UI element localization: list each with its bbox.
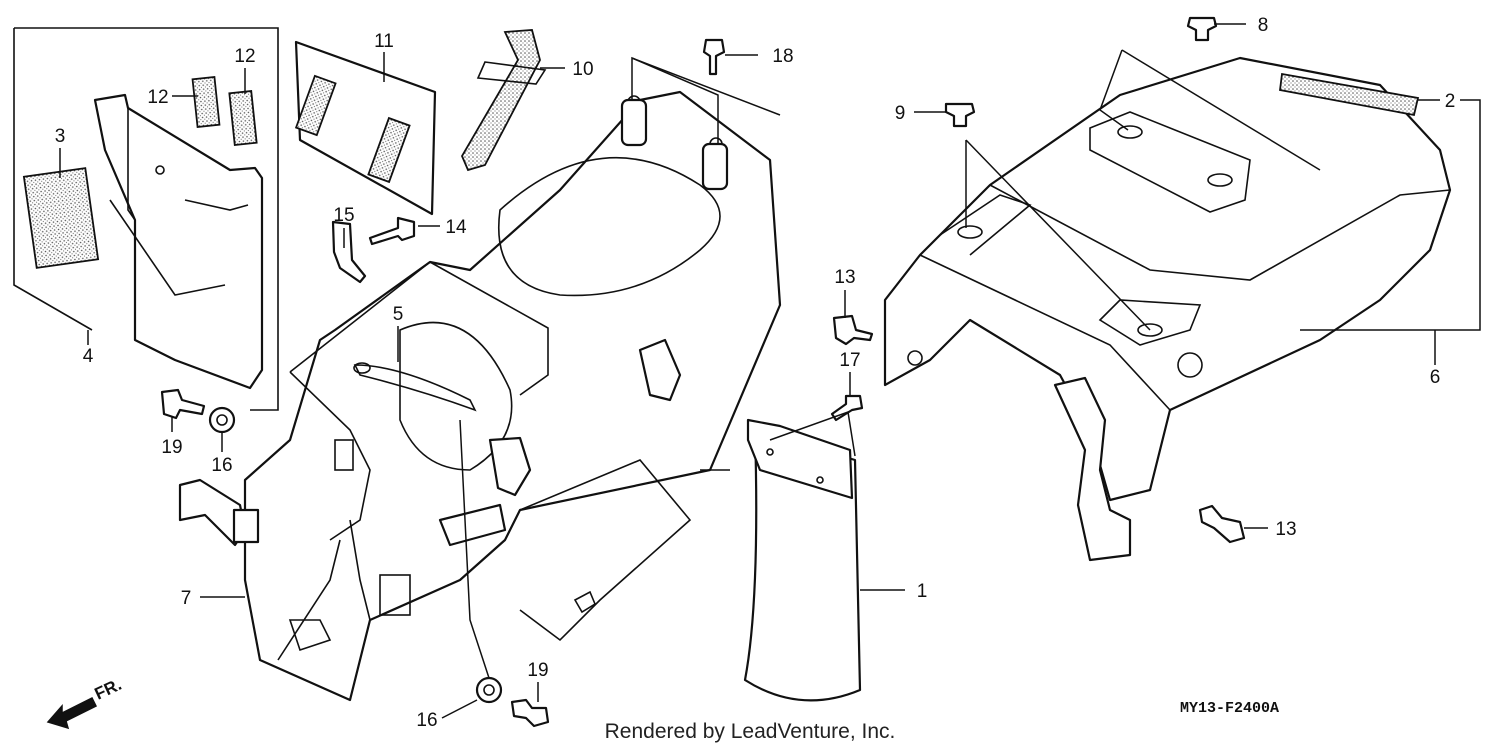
group-4-box xyxy=(13,27,279,411)
callout-15: 15 xyxy=(333,205,354,226)
callout-13b: 13 xyxy=(1275,519,1296,540)
front-direction-arrow: FR. xyxy=(46,675,125,730)
part-12-pad-b xyxy=(228,90,258,146)
callout-5: 5 xyxy=(393,304,404,325)
callout-labels: 3 4 12 12 11 10 18 8 2 9 6 14 15 5 13 17… xyxy=(55,15,1456,731)
callout-4: 4 xyxy=(83,346,94,367)
callout-19b: 19 xyxy=(527,660,548,681)
render-credit: Rendered by LeadVenture, Inc. xyxy=(605,720,896,743)
part-12-pad-a xyxy=(191,75,221,129)
callout-10: 10 xyxy=(572,59,593,80)
callout-3: 3 xyxy=(55,126,66,147)
callout-11: 11 xyxy=(374,31,394,52)
callout-1: 1 xyxy=(917,581,928,602)
leader-lines xyxy=(59,23,1481,719)
callout-2: 2 xyxy=(1445,91,1456,112)
callout-12b: 12 xyxy=(234,46,255,67)
callout-19a: 19 xyxy=(161,437,182,458)
front-marker-label: FR. xyxy=(92,675,125,704)
callout-13a: 13 xyxy=(834,267,855,288)
front-arrow-icon xyxy=(46,696,98,730)
callout-12a: 12 xyxy=(147,87,168,108)
part-10-strap xyxy=(460,29,547,172)
part-4-cover xyxy=(93,93,264,390)
part-6-rear-cowl xyxy=(883,56,1452,562)
callout-18: 18 xyxy=(772,46,793,67)
callout-7: 7 xyxy=(181,588,192,609)
callout-16b: 16 xyxy=(416,710,437,731)
callout-14: 14 xyxy=(445,217,467,238)
fasteners xyxy=(160,16,1246,728)
part-2-strip xyxy=(1279,72,1420,117)
diagram-code: MY13-F2400A xyxy=(1180,700,1279,717)
callout-8: 8 xyxy=(1258,15,1269,36)
part-3-pad xyxy=(22,167,100,269)
callout-16a: 16 xyxy=(211,455,232,476)
fender-brackets xyxy=(178,338,682,547)
callout-17: 17 xyxy=(839,350,860,371)
part-7-rear-fender xyxy=(243,90,782,702)
callout-6: 6 xyxy=(1430,367,1441,388)
part-11-label xyxy=(294,40,437,216)
part-1-mudflap xyxy=(743,418,862,702)
callout-9: 9 xyxy=(895,103,906,124)
mount-posts xyxy=(620,98,729,191)
